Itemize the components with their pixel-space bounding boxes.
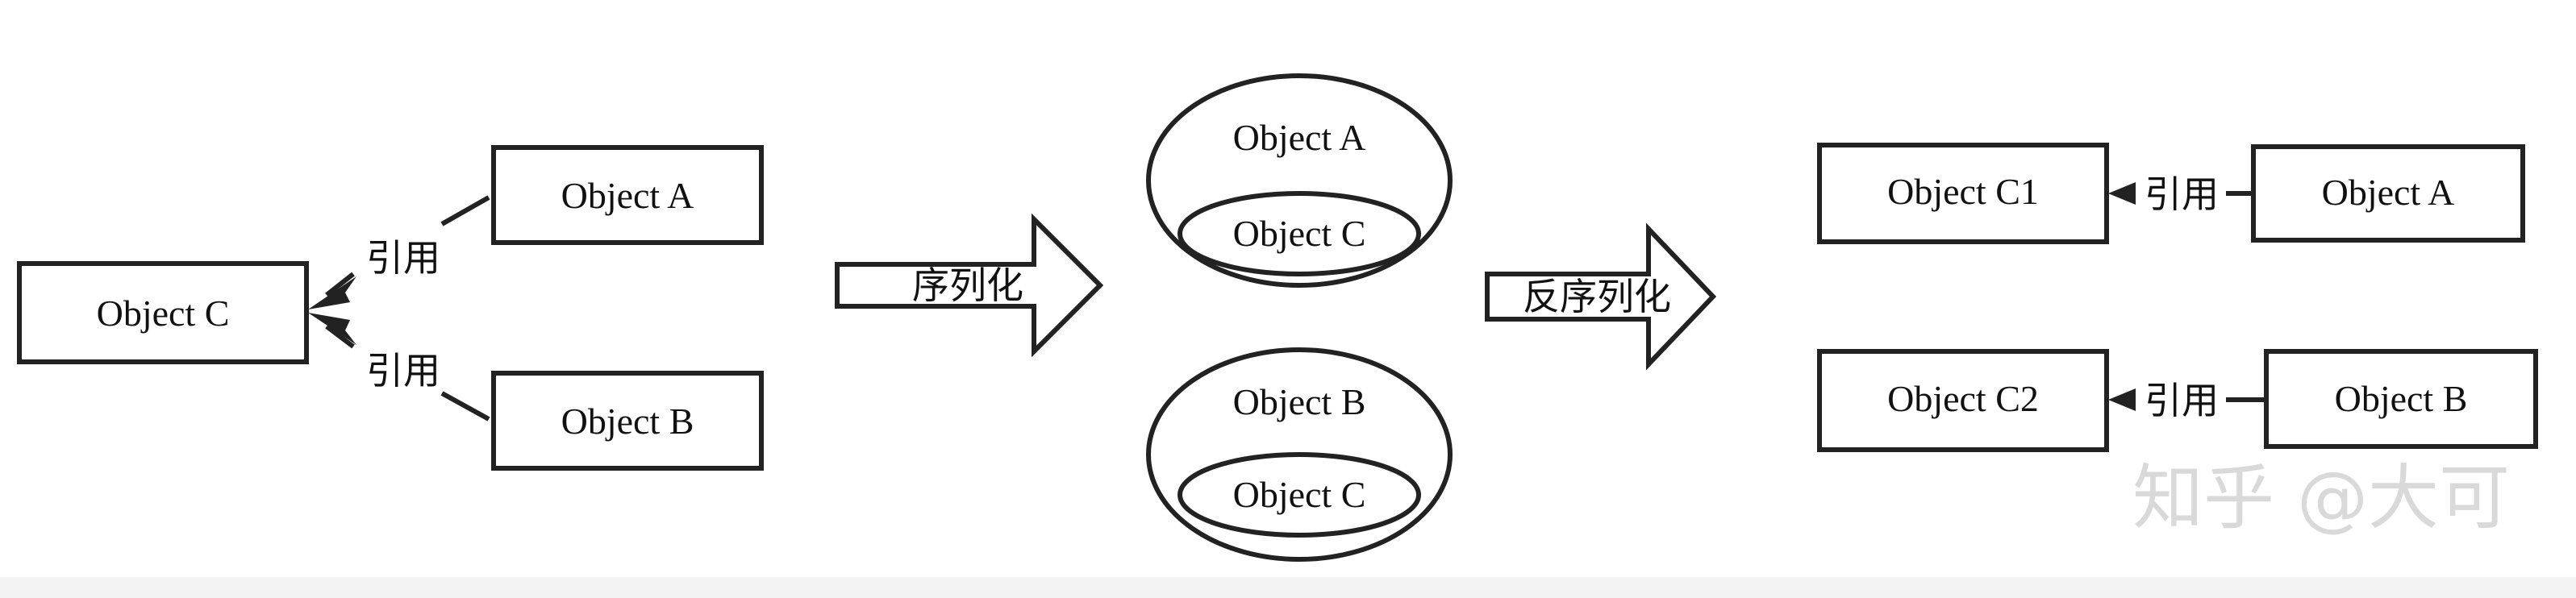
object-c1-box bbox=[1817, 143, 2109, 244]
left-object-graph: 引用 引用 Object C Object A Object B bbox=[17, 145, 764, 471]
deserialize-label: 反序列化 bbox=[1523, 275, 1671, 318]
arrow-shaft-bottom bbox=[325, 324, 355, 349]
object-b-right-label: Object B bbox=[2335, 378, 2468, 419]
serialized-object-b: Object B Object C bbox=[1146, 347, 1453, 562]
ref-label-top: 引用 bbox=[366, 236, 440, 280]
ref-line-bottom bbox=[440, 391, 490, 422]
outer-label-b: Object B bbox=[1233, 381, 1366, 422]
serialize-label: 序列化 bbox=[912, 264, 1023, 307]
object-a-right-box bbox=[2251, 144, 2525, 243]
deserialize-arrow-shape bbox=[1485, 222, 1717, 371]
object-a-label: Object A bbox=[561, 175, 694, 216]
inner-label-a: Object C bbox=[1233, 213, 1366, 254]
bottom-band bbox=[0, 577, 2576, 598]
ref-label-bottom: 引用 bbox=[366, 349, 440, 392]
serialized-object-a: Object A Object C bbox=[1146, 73, 1453, 288]
serialize-arrow: 序列化 bbox=[835, 213, 1104, 358]
arrow-shaft-top bbox=[325, 272, 355, 297]
object-b-right-box bbox=[2264, 349, 2538, 449]
object-a-right-label: Object A bbox=[2322, 172, 2455, 213]
row2-ref-label: 引用 bbox=[2145, 379, 2219, 422]
inner-label-b: Object C bbox=[1233, 474, 1366, 515]
row1-ref-label: 引用 bbox=[2145, 172, 2219, 216]
outer-label-a: Object A bbox=[1233, 117, 1366, 158]
deserialized-row-1: Object C1 引用 Object A bbox=[1817, 143, 2525, 244]
serialize-arrow-shape bbox=[835, 213, 1104, 358]
inner-ellipse-a bbox=[1178, 191, 1421, 276]
ref-line-top bbox=[440, 195, 490, 226]
arrowhead-bottom bbox=[308, 313, 356, 345]
arrowhead-top bbox=[308, 276, 356, 309]
watermark: 知乎 @大可 bbox=[2132, 456, 2510, 539]
object-c-label: Object C bbox=[97, 293, 230, 334]
object-b-box bbox=[491, 371, 764, 471]
deserialize-arrow: 反序列化 bbox=[1485, 222, 1717, 371]
inner-ellipse-b bbox=[1178, 452, 1421, 538]
object-c2-label: Object C2 bbox=[1887, 378, 2039, 419]
object-c1-label: Object C1 bbox=[1887, 171, 2039, 212]
object-b-label: Object B bbox=[561, 401, 694, 442]
object-c-box bbox=[17, 261, 309, 364]
row2-arrowhead bbox=[2108, 388, 2136, 411]
deserialized-row-2: Object C2 引用 Object B bbox=[1817, 349, 2538, 452]
object-a-box bbox=[491, 145, 764, 245]
object-c2-box bbox=[1817, 349, 2109, 452]
row1-arrowhead bbox=[2108, 182, 2136, 205]
